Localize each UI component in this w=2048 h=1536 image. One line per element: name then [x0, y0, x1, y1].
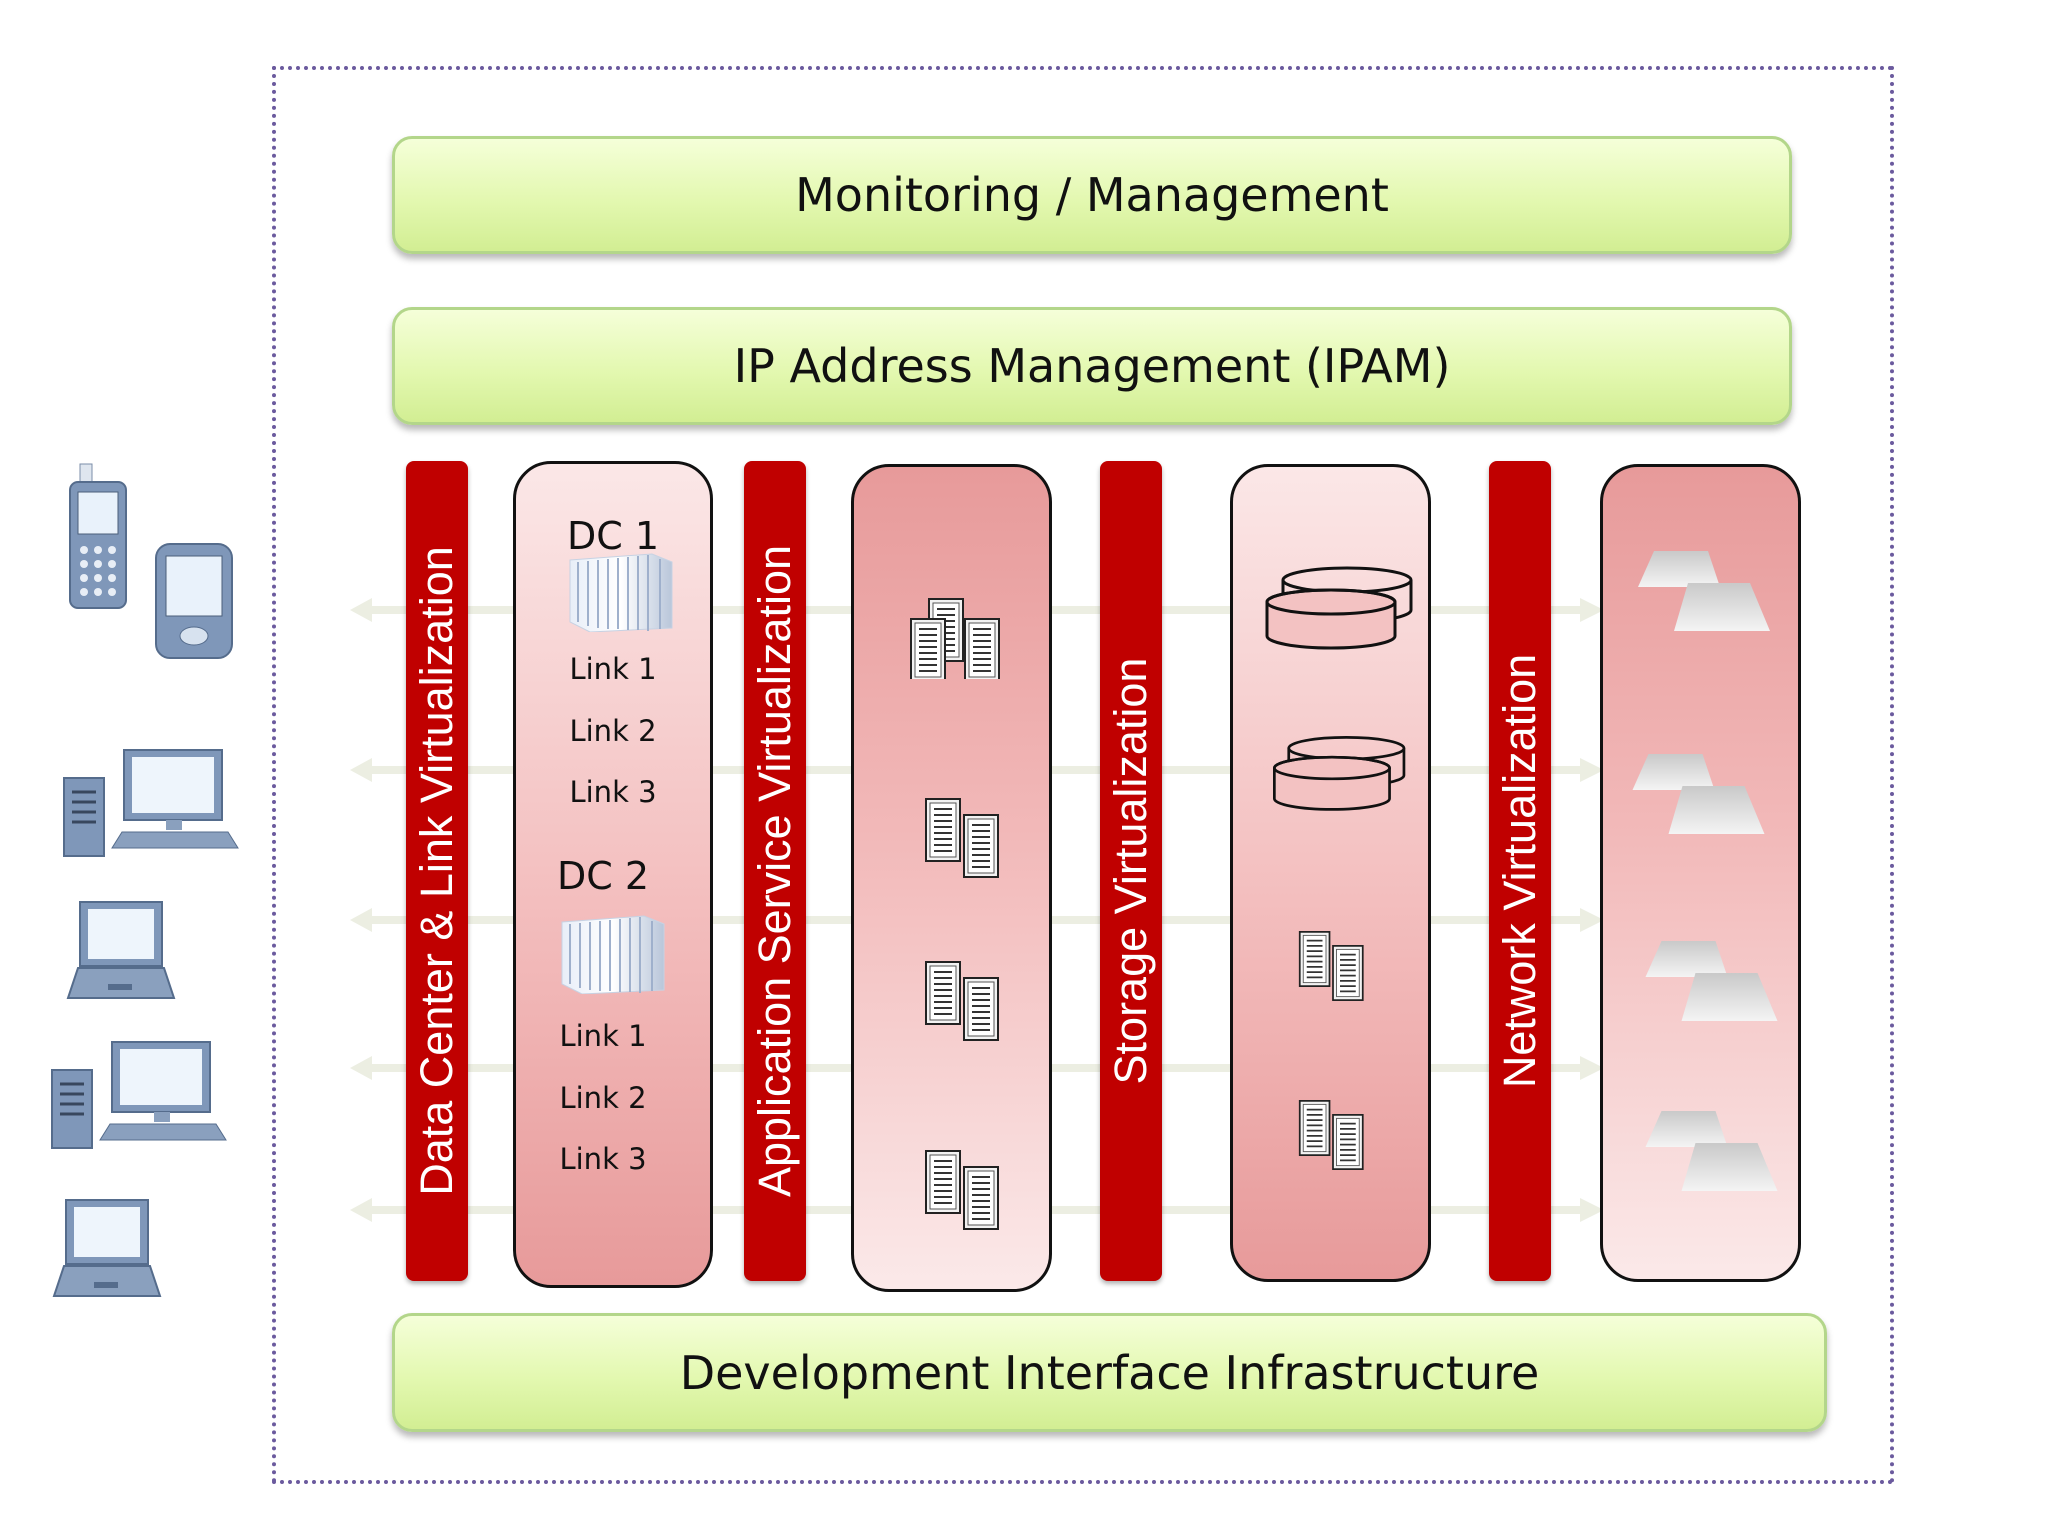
network-virtualization-label: Network Virtualization	[1494, 653, 1545, 1089]
dc2-link-2: Link 2	[559, 1081, 647, 1115]
dc2-link-1: Link 1	[559, 1019, 647, 1053]
disk-storage-icon	[1265, 566, 1413, 650]
development-interface-bar: Development Interface Infrastructure	[392, 1313, 1827, 1432]
monitoring-management-label: Monitoring / Management	[795, 168, 1389, 222]
dc2-title: DC 2	[556, 854, 650, 898]
arrowhead-left	[350, 908, 372, 932]
network-switch-icon	[1632, 754, 1765, 834]
server-rack-icon	[909, 597, 1004, 679]
arrowhead-right	[1580, 1056, 1604, 1080]
server-rack-icon	[924, 797, 1004, 879]
arrowhead-left	[350, 598, 372, 622]
network-switch-icon	[1645, 1111, 1778, 1191]
arrowhead-left	[350, 1198, 372, 1222]
storage-panel	[1230, 464, 1431, 1282]
application-servers-panel	[851, 464, 1052, 1292]
arrowhead-right	[1580, 598, 1604, 622]
arrowhead-left	[350, 758, 372, 782]
mobile-phone-icon	[69, 463, 127, 609]
system-boundary	[272, 66, 1894, 1484]
laptop-icon	[67, 901, 175, 999]
data-center-building-icon	[569, 553, 673, 632]
arrowhead-right	[1580, 908, 1604, 932]
desktop-computer-icon	[50, 1040, 228, 1150]
pda-icon	[155, 543, 233, 659]
arrowhead-right	[1580, 1198, 1604, 1222]
laptop-icon	[53, 1199, 161, 1297]
application-service-virtualization-bar: Application Service Virtualization	[744, 461, 806, 1281]
arrowhead-left	[350, 1056, 372, 1080]
data-center-building-icon	[561, 915, 665, 994]
disk-storage-icon	[1272, 736, 1406, 811]
network-panel	[1600, 464, 1801, 1282]
dc-link-virtualization-label: Data Center & Link Virtualization	[411, 546, 462, 1196]
monitoring-management-bar: Monitoring / Management	[392, 136, 1792, 254]
data-center-panel: DC 1 Link 1 Link 2 Link 3 DC 2 Link 1 Li…	[513, 461, 713, 1288]
ipam-bar: IP Address Management (IPAM)	[392, 307, 1792, 425]
development-interface-label: Development Interface Infrastructure	[679, 1345, 1540, 1400]
dc1-title: DC 1	[566, 514, 660, 558]
server-rack-icon	[924, 960, 1004, 1042]
server-rack-icon	[1298, 1094, 1368, 1176]
network-switch-icon	[1645, 941, 1778, 1021]
dc1-link-2: Link 2	[569, 714, 657, 748]
server-rack-icon	[924, 1149, 1004, 1231]
network-virtualization-bar: Network Virtualization	[1489, 461, 1551, 1281]
arrowhead-right	[1580, 758, 1604, 782]
ipam-label: IP Address Management (IPAM)	[733, 339, 1451, 393]
dc1-link-1: Link 1	[569, 652, 657, 686]
network-switch-icon	[1638, 551, 1770, 631]
desktop-computer-icon	[62, 748, 240, 858]
dc1-link-3: Link 3	[569, 775, 657, 809]
storage-virtualization-bar: Storage Virtualization	[1100, 461, 1162, 1281]
dc-link-virtualization-bar: Data Center & Link Virtualization	[406, 461, 468, 1281]
server-rack-icon	[1298, 925, 1368, 1007]
application-service-virtualization-label: Application Service Virtualization	[749, 544, 800, 1198]
storage-virtualization-label: Storage Virtualization	[1105, 657, 1156, 1085]
dc2-link-3: Link 3	[559, 1142, 647, 1176]
